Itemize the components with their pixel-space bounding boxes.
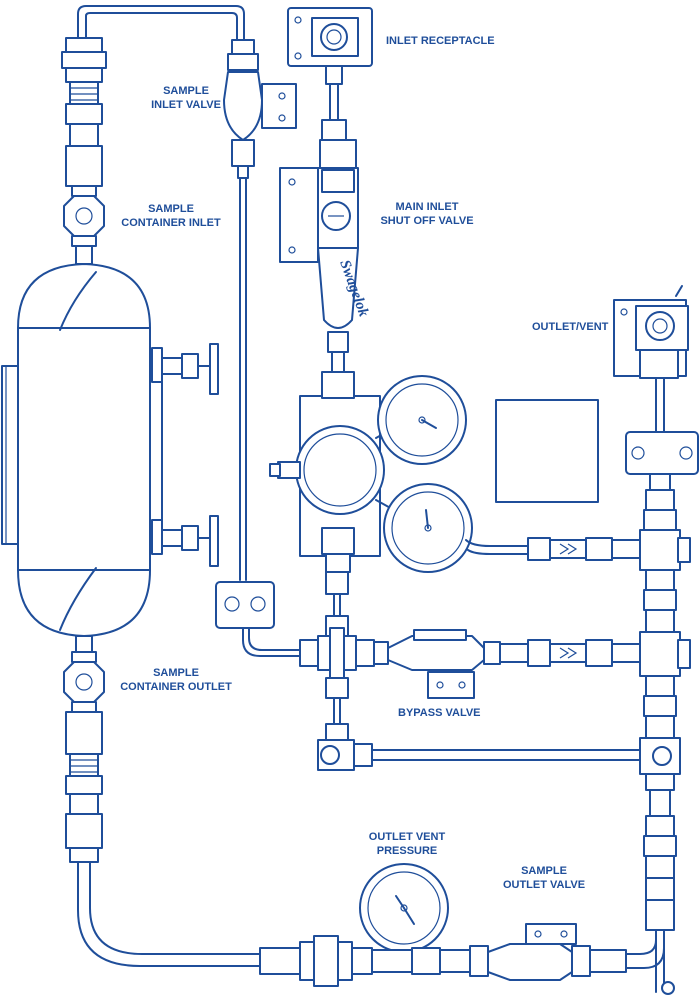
cross-fitting [299, 627, 375, 679]
sample-container-inlet-line2: CONTAINER INLET [121, 217, 221, 229]
bypass-valve-text: BYPASS VALVE [398, 707, 481, 719]
main-inlet-valve: Swagelok [279, 139, 372, 373]
instrument-panel-plate [495, 399, 599, 503]
outlet-vent-pressure-line2: PRESSURE [376, 845, 438, 857]
sample-outlet-valve [525, 923, 577, 945]
pressure-regulator [269, 371, 395, 573]
label-inlet-receptacle: INLET RECEPTACLE [386, 34, 495, 48]
main-inlet-line1: MAIN INLET [395, 201, 459, 213]
right-column-fittings [639, 489, 691, 995]
container-outlet-fittings [65, 711, 103, 863]
top-loop-tubing [77, 5, 245, 41]
sample-inlet-valve [223, 39, 297, 179]
bypass-line-fittings [373, 629, 641, 671]
regulator-inlet-gauge [377, 375, 467, 465]
label-sample-outlet-valve: SAMPLE OUTLET VALVE [492, 864, 596, 892]
label-bypass-valve: BYPASS VALVE [398, 706, 481, 720]
sample-container-outlet-line1: SAMPLE [153, 667, 199, 679]
label-sample-container-outlet: SAMPLE CONTAINER OUTLET [106, 666, 246, 694]
bottom-return-tubing [77, 861, 291, 967]
sample-inlet-valve-line1: SAMPLE [163, 85, 209, 97]
outlet-vent-pressure-line1: OUTLET VENT [368, 831, 446, 843]
sample-container [1, 263, 163, 637]
label-main-inlet-shut-off-valve: MAIN INLET SHUT OFF VALVE [372, 200, 482, 228]
sample-container-inlet-line1: SAMPLE [148, 203, 194, 215]
container-side-valve-upper [151, 343, 219, 395]
outlet-vent-text: OUTLET/VENT [532, 321, 609, 333]
tube-clamp-bracket [215, 581, 301, 657]
regulator-outlet-gauge [383, 483, 473, 573]
vent-riser-tube [655, 377, 665, 433]
upper-branch-fittings [527, 537, 641, 561]
gauge-outlet-line [465, 539, 529, 555]
cross-lower-drop [317, 677, 645, 771]
label-outlet-vent-pressure: OUTLET VENT PRESSURE [364, 830, 450, 858]
container-inlet-fittings [61, 37, 107, 197]
sample-outlet-valve-line1: SAMPLE [521, 865, 567, 877]
label-sample-inlet-valve: SAMPLE INLET VALVE [146, 84, 226, 112]
outlet-vent-valve [613, 285, 689, 379]
inlet-receptacle [287, 7, 373, 141]
label-outlet-vent: OUTLET/VENT [532, 320, 608, 334]
sample-inlet-valve-line2: INLET VALVE [151, 99, 221, 111]
container-inlet-valve [63, 195, 105, 265]
container-outlet-valve [63, 635, 105, 713]
main-inlet-line2: SHUT OFF VALVE [380, 215, 474, 227]
regulator-drop-line [325, 571, 349, 637]
bypass-valve [427, 671, 475, 699]
sample-inlet-tube [239, 177, 247, 581]
right-tube-clamp [625, 431, 699, 491]
bottom-run-fittings [259, 935, 665, 987]
sample-outlet-valve-line2: OUTLET VALVE [502, 879, 586, 891]
sample-container-outlet-line2: CONTAINER OUTLET [120, 681, 232, 693]
inlet-receptacle-text: INLET RECEPTACLE [386, 35, 495, 47]
label-sample-container-inlet: SAMPLE CONTAINER INLET [106, 202, 236, 230]
container-side-valve-lower [151, 515, 219, 567]
